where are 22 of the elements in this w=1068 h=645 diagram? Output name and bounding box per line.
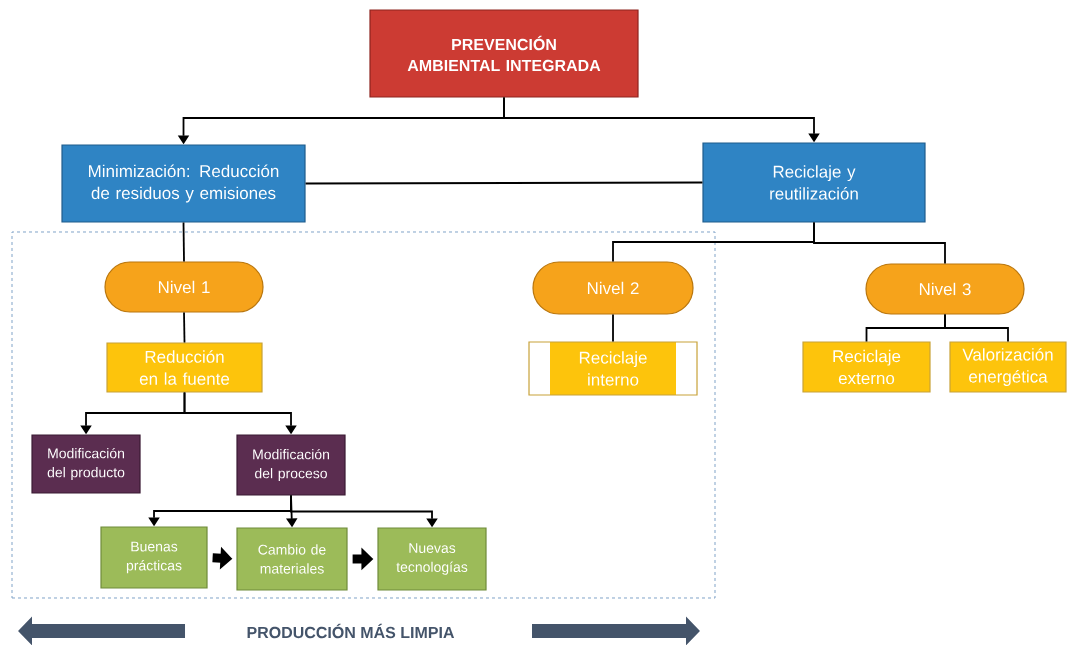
- connector-line: [183, 311, 186, 344]
- process-box: Reducción en la fuente: [106, 342, 263, 393]
- process-box: Nuevas tecnologías: [377, 527, 487, 591]
- level-pill: Nivel 3: [865, 263, 1025, 315]
- category-box: Reciclaje y reutilización: [702, 142, 926, 223]
- process-box: Reciclaje externo: [802, 341, 931, 393]
- connector-line: [612, 313, 614, 343]
- process-box: Cambio de materiales: [236, 527, 348, 591]
- process-box: Valorización energética: [949, 341, 1067, 393]
- level-pill: Nivel 1: [104, 261, 264, 313]
- process-box: Buenas prácticas: [100, 526, 208, 589]
- level-pill: Nivel 2: [532, 261, 694, 315]
- connector-line: [944, 313, 1009, 343]
- heading-box: PREVENCIÓN AMBIENTAL INTEGRADA: [369, 9, 639, 98]
- region-heading: PRODUCCIÓN MÁS LIMPIA: [247, 623, 455, 639]
- connector-line: [304, 181, 704, 185]
- connector-line: [813, 221, 946, 265]
- process-box: Modificación del producto: [31, 434, 141, 494]
- process-box: Modificación del proceso: [236, 434, 346, 496]
- connector-line: [182, 221, 185, 263]
- process-box: Reciclaje interno: [528, 341, 698, 396]
- category-box: Minimización: Reducción de residuos y emisiones: [61, 144, 306, 223]
